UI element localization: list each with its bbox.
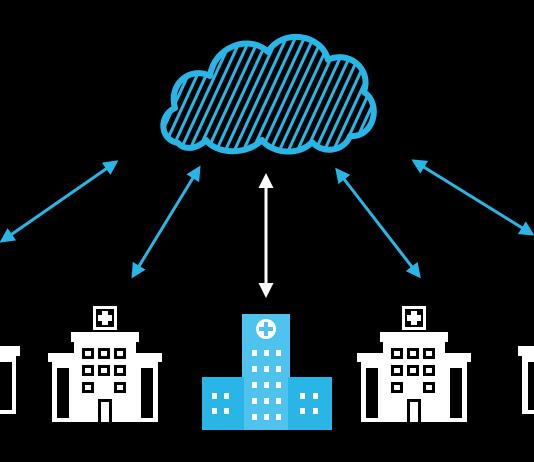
cloud-hatch-line — [219, 36, 283, 152]
link-arrow-2 — [131, 165, 201, 279]
cloud-hatch-line — [174, 36, 238, 152]
cloud-hatch-line — [210, 36, 274, 152]
link-arrow-4 — [335, 167, 421, 279]
hospital-icon-4 — [357, 306, 471, 422]
hospital-icon-1 — [0, 346, 20, 414]
cloud-hatch-line — [372, 36, 374, 152]
link-arrow-5 — [411, 159, 534, 236]
links — [0, 159, 534, 298]
cloud-hatch-line — [201, 36, 265, 152]
cloud-hatch-line — [255, 36, 319, 152]
cloud-hatch-line — [192, 36, 256, 152]
hospital-icon-2 — [48, 306, 162, 422]
cloud-hatch-line — [183, 36, 247, 152]
cloud-hatch-line — [327, 36, 374, 152]
cloud-icon — [160, 30, 452, 160]
cloud-hatch-line — [228, 36, 292, 152]
cloud-hatch-line — [383, 30, 443, 160]
hospital-icon-3 — [202, 314, 332, 430]
hospital-icon-5 — [518, 346, 534, 414]
link-arrow-1 — [0, 160, 119, 243]
cloud-hatch-line — [264, 36, 328, 152]
cloud-hatch-line — [237, 36, 301, 152]
cloud-hatch-line — [392, 30, 452, 160]
cloud-hatch-line — [363, 36, 374, 152]
cloud-hatch-line — [246, 36, 310, 152]
